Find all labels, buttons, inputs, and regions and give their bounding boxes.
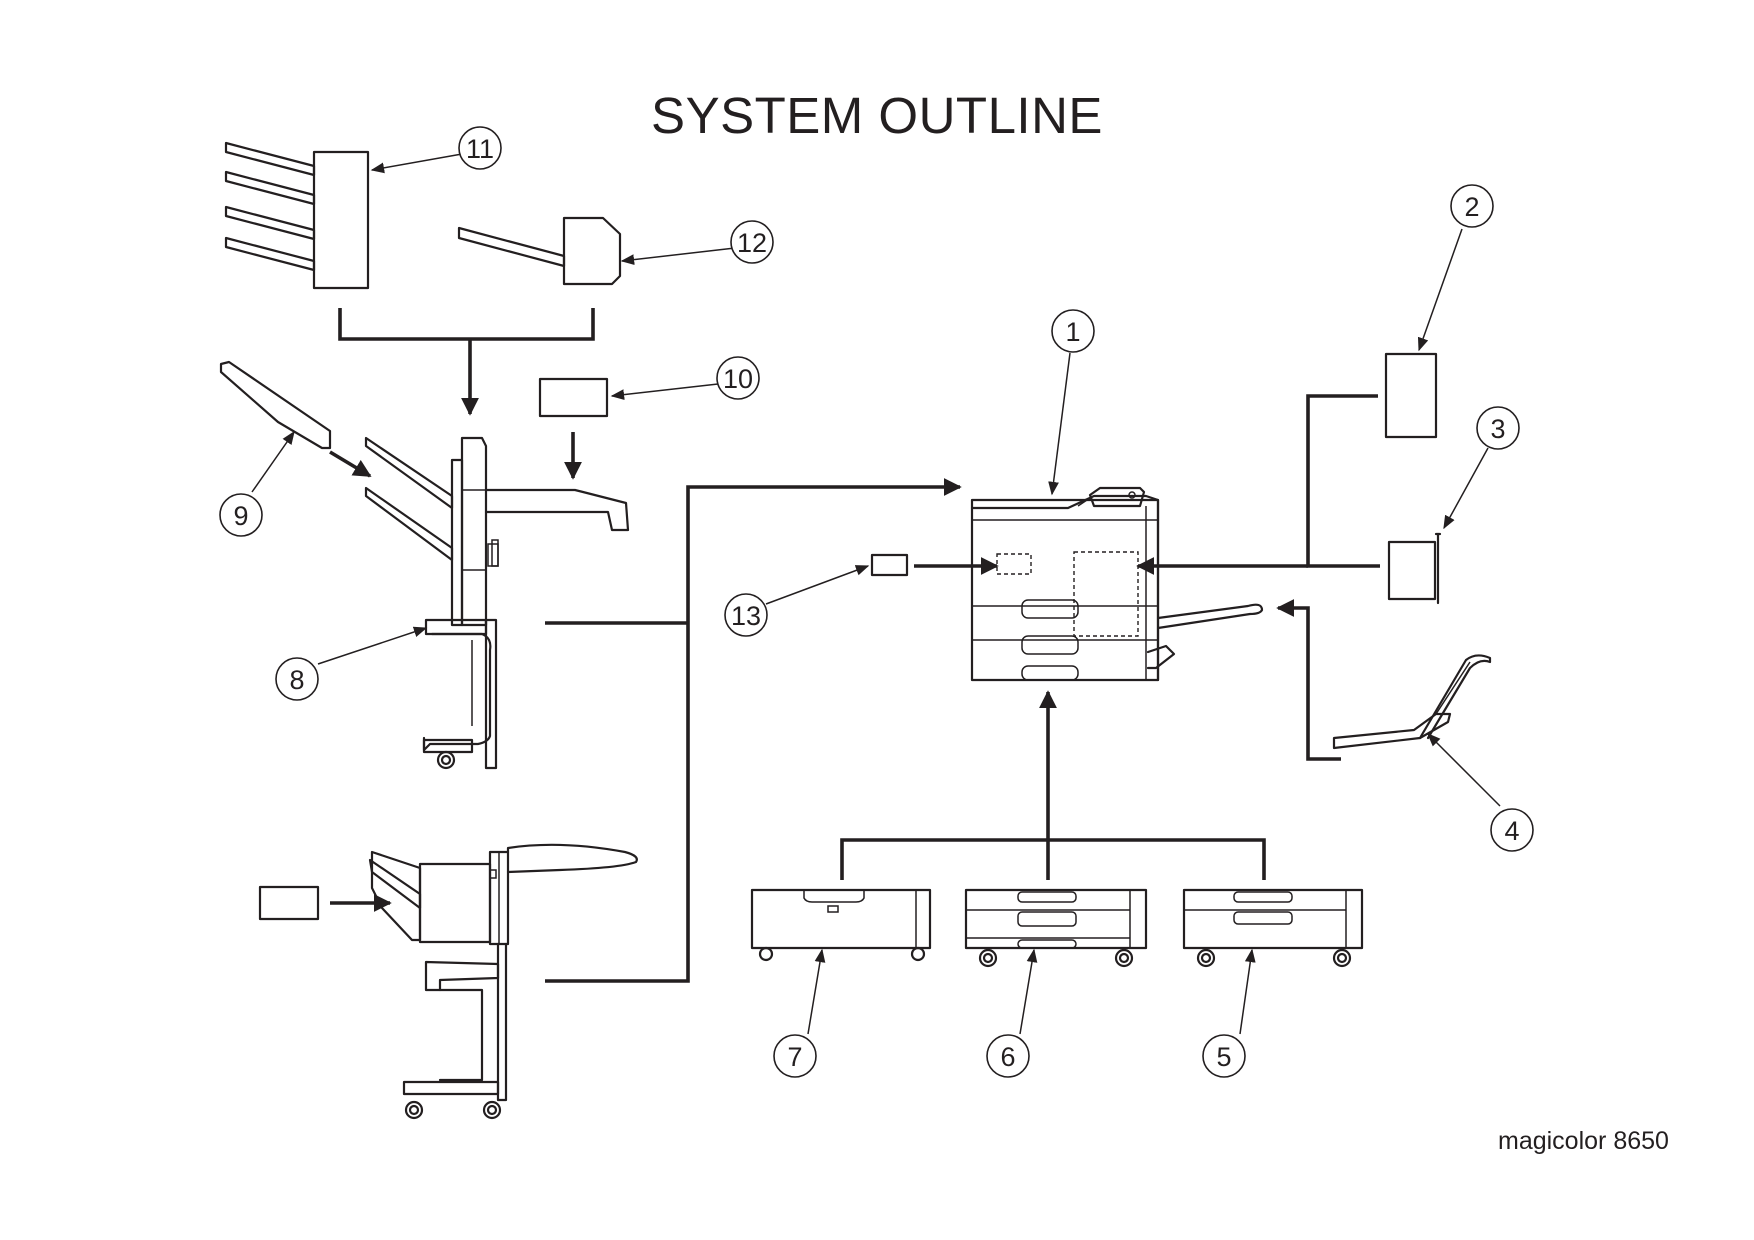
callout-9: 9 bbox=[219, 493, 263, 537]
option-kit-3 bbox=[1387, 532, 1442, 605]
option-kit-2 bbox=[1384, 352, 1438, 439]
callout-5: 5 bbox=[1202, 1034, 1246, 1078]
paper-feed-unit-6 bbox=[964, 888, 1148, 968]
printer-main-unit bbox=[970, 486, 1264, 682]
paper-feed-unit-5 bbox=[1182, 888, 1364, 968]
callout-13-label: 13 bbox=[731, 601, 761, 631]
callout-leaders bbox=[251, 153, 1501, 1035]
callout-8-label: 8 bbox=[289, 665, 304, 695]
option-kit-13 bbox=[870, 553, 909, 577]
callout-13: 13 bbox=[724, 593, 768, 637]
page-title: SYSTEM OUTLINE bbox=[651, 87, 1103, 144]
paper-feed-unit-7 bbox=[750, 888, 932, 962]
callout-9-label: 9 bbox=[233, 501, 248, 531]
option-kit-10 bbox=[538, 377, 609, 418]
callout-4-label: 4 bbox=[1504, 816, 1519, 846]
callout-2: 2 bbox=[1450, 184, 1494, 228]
callout-12-label: 12 bbox=[737, 228, 767, 258]
callout-7-label: 7 bbox=[787, 1042, 802, 1072]
callout-6: 6 bbox=[986, 1034, 1030, 1078]
connection-lines bbox=[329, 308, 1380, 983]
callout-12: 12 bbox=[730, 220, 774, 264]
callout-2-label: 2 bbox=[1464, 192, 1479, 222]
mailbin-unit bbox=[224, 141, 370, 290]
finisher-unit-8 bbox=[364, 436, 630, 770]
callout-3-label: 3 bbox=[1490, 414, 1505, 444]
model-name: magicolor 8650 bbox=[1498, 1127, 1669, 1155]
callout-11-label: 11 bbox=[466, 134, 494, 164]
callout-1: 1 bbox=[1051, 309, 1095, 353]
callout-7: 7 bbox=[773, 1034, 817, 1078]
callout-5-label: 5 bbox=[1216, 1042, 1231, 1072]
callout-10: 10 bbox=[716, 356, 760, 400]
callout-1-label: 1 bbox=[1065, 317, 1080, 347]
finisher-unit-lower bbox=[258, 843, 638, 1120]
job-separator-unit bbox=[457, 216, 622, 286]
manual-feed-tray-4 bbox=[1332, 654, 1492, 750]
callout-4: 4 bbox=[1490, 808, 1534, 852]
callout-6-label: 6 bbox=[1000, 1042, 1015, 1072]
callout-11: 11 bbox=[458, 126, 502, 170]
callout-8: 8 bbox=[275, 657, 319, 701]
callout-10-label: 10 bbox=[723, 364, 753, 394]
callout-3: 3 bbox=[1476, 406, 1520, 450]
output-tray-9 bbox=[219, 360, 332, 450]
